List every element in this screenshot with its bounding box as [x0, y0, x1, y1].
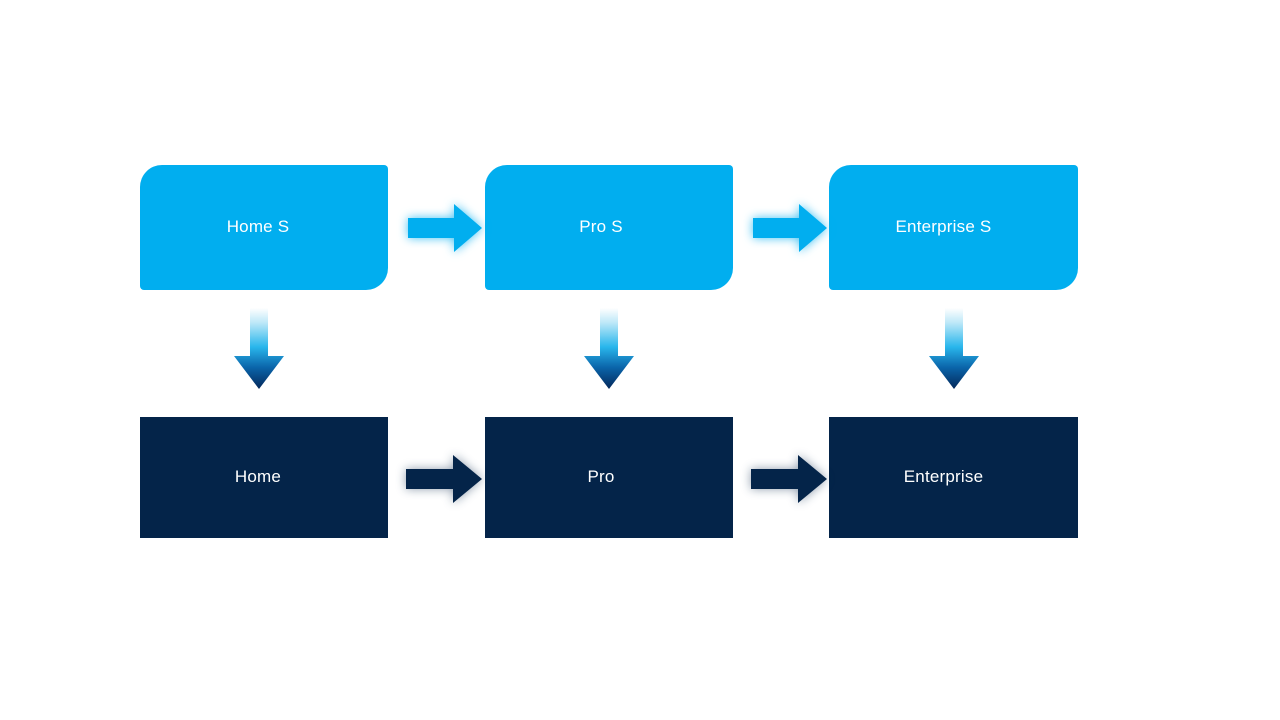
node-pro[interactable]: Pro [485, 417, 733, 538]
arrow-right-icon-top-2 [753, 203, 827, 253]
node-home[interactable]: Home [140, 417, 388, 538]
node-enterprise[interactable]: Enterprise [829, 417, 1078, 538]
node-home-s[interactable]: Home S [140, 165, 388, 290]
node-pro-s[interactable]: Pro S [485, 165, 733, 290]
page-title: Product tier upgrade flow [0, 21, 1, 22]
arrow-right-icon-bottom-1 [406, 454, 482, 504]
node-pro-label: Pro [587, 467, 615, 487]
node-home-label: Home [234, 467, 282, 487]
arrow-down-icon-2 [583, 308, 635, 390]
node-enterprise-label: Enterprise [903, 467, 984, 487]
node-enterprise-s[interactable]: Enterprise S [829, 165, 1078, 290]
arrow-right-icon-top-1 [408, 203, 482, 253]
node-enterprise-s-label: Enterprise S [895, 217, 992, 237]
arrow-down-icon-3 [928, 308, 980, 390]
node-home-s-label: Home S [226, 217, 290, 237]
arrow-down-icon-1 [233, 308, 285, 390]
node-pro-s-label: Pro S [579, 217, 623, 237]
arrow-right-icon-bottom-2 [751, 454, 827, 504]
